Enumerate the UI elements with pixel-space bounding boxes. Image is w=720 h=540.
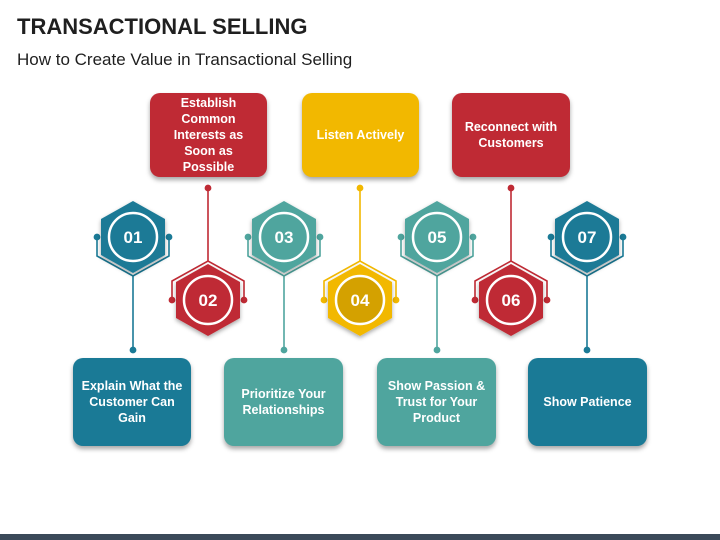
step-label-01: Explain What the Customer Can Gain — [81, 379, 183, 425]
hexagon-01: 01 — [101, 201, 165, 273]
connector-03 — [244, 233, 324, 354]
connector-05 — [397, 233, 477, 354]
hexagon-02: 02 — [176, 264, 240, 336]
step-box-01: Explain What the Customer Can Gain — [73, 358, 191, 446]
connector-07 — [547, 233, 627, 354]
page-title: TRANSACTIONAL SELLING — [17, 14, 308, 39]
step-label-06: Reconnect with Customers — [464, 120, 558, 150]
hexagon-07: 07 — [555, 201, 619, 273]
step-number-05: 05 — [428, 228, 447, 247]
step-label-04: Listen Actively — [316, 128, 405, 142]
hexagon-04: 04 — [328, 264, 392, 336]
step-box-03: Prioritize Your Relationships — [224, 358, 343, 446]
step-box-07: Show Patience — [528, 358, 647, 446]
footer-bar — [0, 534, 720, 540]
connector-04 — [320, 184, 400, 304]
step-box-05: Show Passion & Trust for Your Product — [377, 358, 496, 446]
step-label-05: Show Passion & Trust for Your Product — [387, 379, 486, 425]
page-subtitle: How to Create Value in Transactional Sel… — [17, 50, 353, 69]
step-number-01: 01 — [124, 228, 143, 247]
hexagon-05: 05 — [405, 201, 469, 273]
step-number-07: 07 — [578, 228, 597, 247]
step-label-03: Prioritize Your Relationships — [241, 387, 326, 417]
step-box-06: Reconnect with Customers — [452, 93, 570, 177]
connector-06 — [471, 184, 551, 304]
step-box-04: Listen Actively — [302, 93, 419, 177]
hexagon-06: 06 — [479, 264, 543, 336]
hexagon-03: 03 — [252, 201, 316, 273]
step-number-04: 04 — [351, 291, 370, 310]
step-label-07: Show Patience — [543, 395, 632, 409]
step-label-02: Establish Common Interests as Soon as Po… — [173, 96, 244, 174]
connector-02 — [168, 184, 248, 304]
connector-01 — [93, 233, 173, 354]
step-number-03: 03 — [275, 228, 294, 247]
step-number-06: 06 — [502, 291, 521, 310]
step-box-02: Establish Common Interests as Soon as Po… — [150, 93, 267, 177]
step-number-02: 02 — [199, 291, 218, 310]
